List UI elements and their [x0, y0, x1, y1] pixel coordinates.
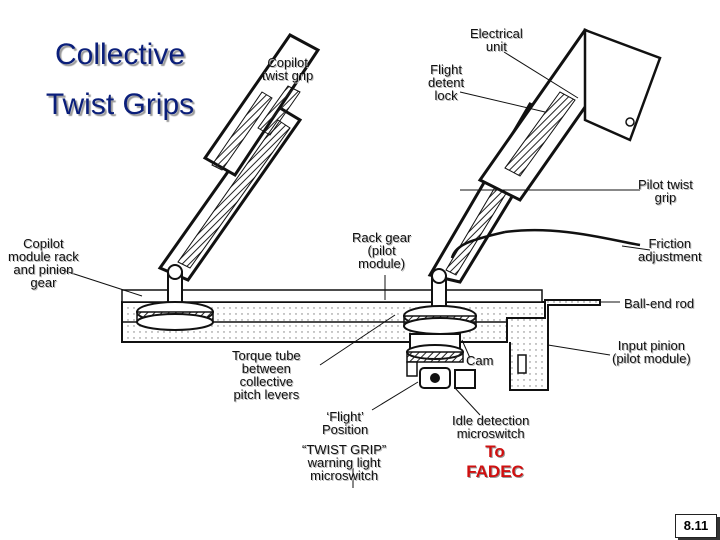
label-copilot-twist-grip: Copilot twist grip: [262, 55, 314, 83]
title-line-1: Collective: [54, 38, 186, 71]
copilot-lever: [157, 33, 321, 307]
label-copilot-module-rack: Copilot module rack and pinion gear: [8, 236, 79, 290]
label-idle-detection: Idle detection microswitch: [452, 413, 530, 441]
leader-lines: [61, 51, 651, 488]
to-fadec-label: To FADEC: [466, 442, 524, 481]
pilot-lever: [427, 28, 662, 311]
label-input-pinion: Input pinion (pilot module): [612, 338, 691, 366]
label-pilot-twist-grip: Pilot twist grip: [638, 177, 693, 205]
label-flight-position: ‘Flight’ Position: [322, 409, 369, 437]
label-friction-adjustment: Friction adjustment: [638, 236, 702, 264]
gears: [136, 301, 477, 389]
page-number: 8.11: [675, 514, 717, 538]
label-ball-end-rod: Ball-end rod: [624, 296, 695, 311]
page-title: Collective Twist Grips: [10, 30, 230, 130]
label-torque-tube: Torque tube between collective pitch lev…: [232, 348, 301, 402]
title-line-2: Twist Grips: [45, 88, 195, 121]
label-electrical-unit: Electrical unit: [470, 26, 523, 54]
label-rack-gear: Rack gear (pilot module): [352, 230, 412, 271]
label-twist-grip-warning: “TWIST GRIP” warning light microswitch: [302, 442, 387, 483]
label-cam: Cam: [466, 353, 494, 368]
label-flight-detent-lock: Flight detent lock: [428, 62, 465, 103]
